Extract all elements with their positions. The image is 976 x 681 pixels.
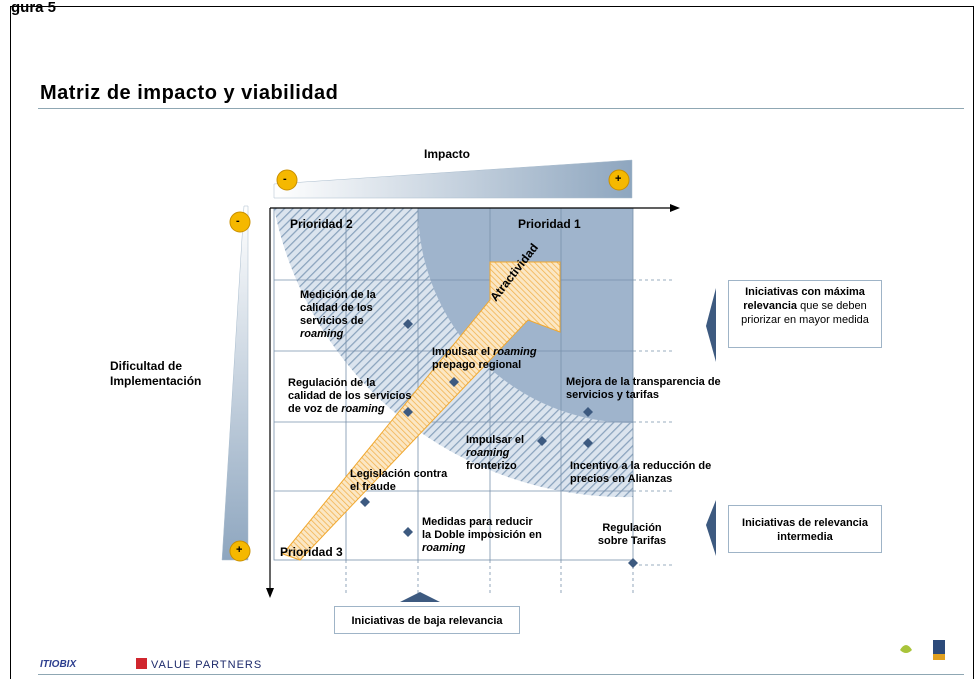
priority-2-label: Prioridad 2 (290, 217, 353, 231)
figure-frame: gura 5 (10, 0, 974, 679)
initiative-markers (360, 319, 638, 568)
difficulty-plus-badge: + (236, 544, 243, 556)
value-partners-mark (136, 658, 147, 669)
impact-plus-badge: + (615, 173, 622, 185)
value-partners-logo: VALUE PARTNERS (136, 658, 262, 671)
callout-baja: Iniciativas de baja relevancia (334, 606, 520, 634)
difficulty-minus-badge: - (236, 215, 240, 227)
itiobix-logo: ITIOBIX (40, 659, 77, 670)
initiative-impulsar-prepago: Impulsar el roaming prepago regional (432, 346, 537, 371)
difficulty-axis-label: Dificultad de Implementación (110, 359, 202, 388)
callout-max-relevance: Iniciativas con máxima relevancia que se… (728, 280, 882, 348)
callout-max-pointer (706, 288, 716, 362)
attractiveness-arrow (282, 261, 561, 561)
initiative-regulacion-tarifas: Regulación sobre Tarifas (597, 522, 667, 547)
impact-minus-badge: - (283, 173, 287, 185)
impact-axis-label: Impacto (424, 147, 471, 161)
initiative-regulacion-calidad: Regulación de la calidad de los servicio… (288, 377, 412, 415)
impact-wedge (273, 159, 633, 199)
callout-intermedia-pointer (706, 500, 716, 556)
partner-logo-left (900, 645, 912, 653)
callout-baja-pointer (400, 592, 440, 602)
figure-label: gura 5 (11, 0, 57, 16)
initiative-mejora-transparencia: Mejora de la transparencia de servicios … (566, 376, 721, 401)
initiative-incentivo: Incentivo a la reducción de precios en A… (570, 460, 712, 485)
partner-logo-right (933, 640, 945, 654)
initiative-medidas: Medidas para reducir la Doble imposición… (422, 516, 542, 554)
priority-3-label: Prioridad 3 (280, 545, 343, 559)
footer-divider (38, 674, 964, 675)
callout-intermedia: Iniciativas de relevancia intermedia (728, 505, 882, 553)
initiative-medicion: Medición de la calidad de los servicios … (300, 289, 376, 340)
title-divider (38, 108, 964, 109)
badges (229, 169, 630, 562)
page-title: Matriz de impacto y viabilidad (40, 82, 339, 104)
initiative-legislacion: Legislación contra el fraude (350, 468, 448, 493)
priority-1-label: Prioridad 1 (518, 217, 581, 231)
